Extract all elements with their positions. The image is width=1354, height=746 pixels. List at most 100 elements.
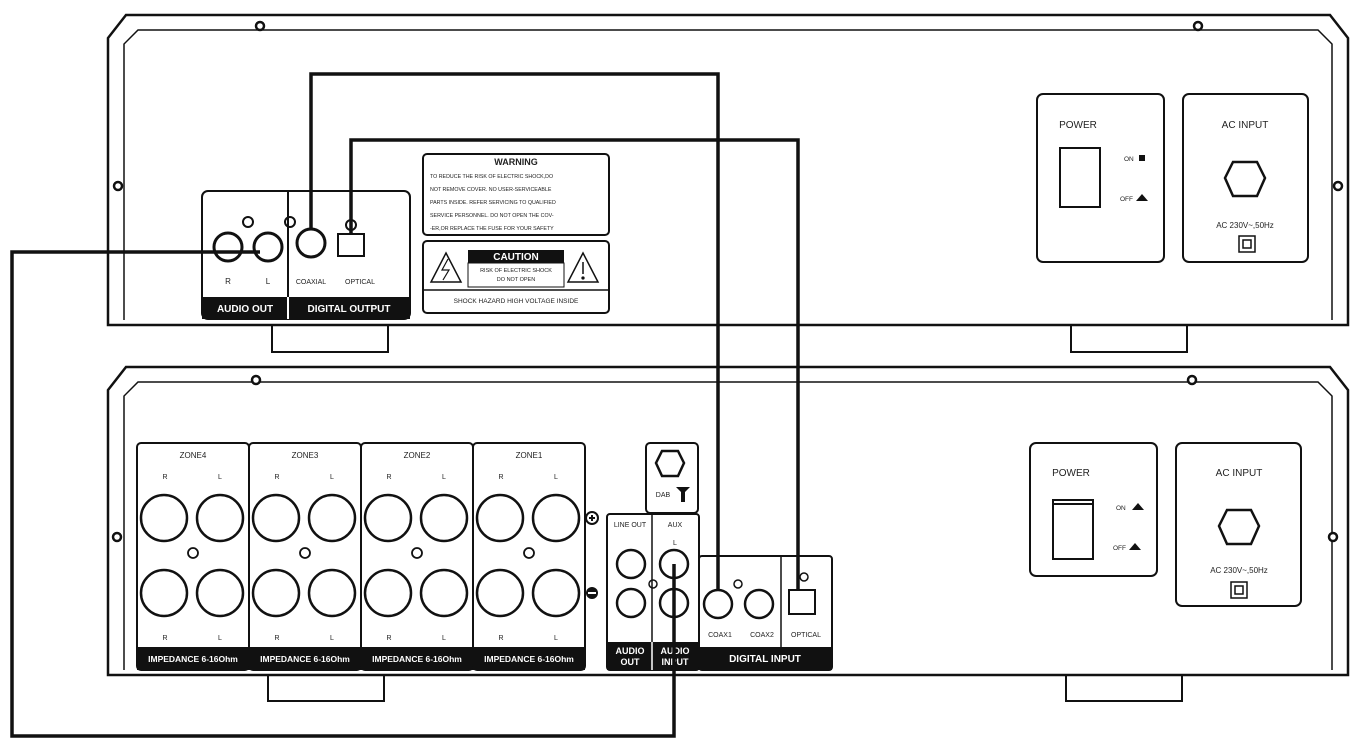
zone-name: ZONE4 bbox=[180, 451, 207, 460]
coaxial-output-jack[interactable] bbox=[295, 227, 327, 259]
zone-r-upper-terminal[interactable] bbox=[251, 493, 301, 543]
bottom-unit-chassis bbox=[106, 365, 1350, 677]
bottom-unit-foot-right bbox=[1065, 674, 1183, 702]
bottom-ac-input-panel bbox=[1175, 442, 1302, 607]
warning-box bbox=[422, 153, 610, 236]
bottom-power-label: POWER bbox=[1052, 468, 1090, 479]
audio-out-l-jack[interactable] bbox=[252, 231, 284, 263]
top-unit-inner-panel bbox=[123, 29, 1333, 320]
optical-label: OPTICAL bbox=[345, 279, 375, 286]
top-ac-socket[interactable] bbox=[1223, 160, 1267, 198]
audio-out-title: AUDIO OUT bbox=[217, 304, 273, 315]
zone-l-label: L bbox=[442, 635, 446, 642]
warning-line: NOT REMOVE COVER. NO USER-SERVICEABLE bbox=[430, 187, 552, 193]
bottom-power-switch[interactable] bbox=[1052, 499, 1094, 560]
zone-l-label: L bbox=[330, 635, 334, 642]
coaxial-label: COAXIAL bbox=[296, 279, 326, 286]
top-ac-input-panel bbox=[1182, 93, 1309, 263]
bottom-ac-socket[interactable] bbox=[1217, 508, 1261, 546]
zone-r-lower-terminal[interactable] bbox=[363, 568, 413, 618]
screw-icon bbox=[254, 20, 266, 32]
zone-l-upper-terminal[interactable] bbox=[419, 493, 469, 543]
coax2-input-jack[interactable] bbox=[743, 588, 775, 620]
ground-screw-icon bbox=[187, 547, 199, 559]
line-out-upper-jack[interactable] bbox=[615, 548, 647, 580]
zone-l-lower-terminal[interactable] bbox=[531, 568, 581, 618]
warning-line: TO REDUCE THE RISK OF ELECTRIC SHOCK,DO bbox=[430, 174, 553, 180]
coaxial-cable bbox=[309, 72, 720, 590]
coax1-label: COAX1 bbox=[708, 632, 732, 639]
bottom-power-off-label: OFF bbox=[1113, 545, 1126, 552]
digital-output-title: DIGITAL OUTPUT bbox=[308, 304, 391, 315]
zone-l-label: L bbox=[218, 635, 222, 642]
power-on-marker-icon bbox=[1132, 503, 1144, 510]
screw-icon bbox=[1186, 374, 1198, 386]
optical-output-port[interactable] bbox=[337, 233, 365, 257]
dab-antenna-socket[interactable] bbox=[654, 449, 686, 478]
aux-l-label: L bbox=[673, 540, 677, 547]
dab-label: DAB bbox=[656, 492, 671, 499]
zone-l-label: L bbox=[554, 635, 558, 642]
screw-icon bbox=[250, 374, 262, 386]
polarity-icon bbox=[585, 511, 599, 599]
audio-out-l-label: L bbox=[266, 277, 271, 286]
bottom-power-on-label: ON bbox=[1116, 505, 1126, 512]
bottom-power-panel bbox=[1029, 442, 1158, 577]
audio-out-r-label: R bbox=[225, 277, 231, 286]
zone-r-lower-terminal[interactable] bbox=[139, 568, 189, 618]
audio-out-label-top: AUDIO bbox=[616, 646, 645, 656]
zone-impedance-label: IMPEDANCE 6-16Ohm bbox=[372, 654, 462, 664]
top-unit-foot-left bbox=[271, 324, 389, 353]
power-on-marker-icon bbox=[1139, 155, 1145, 161]
exclamation-warning-icon bbox=[566, 251, 600, 283]
caution-line-2: DO NOT OPEN bbox=[497, 277, 535, 283]
zone-l-lower-terminal[interactable] bbox=[419, 568, 469, 618]
audio-out-r-jack[interactable] bbox=[212, 231, 244, 263]
caution-box bbox=[422, 240, 610, 314]
line-out-lower-jack[interactable] bbox=[615, 587, 647, 619]
zone-l-lower-terminal[interactable] bbox=[195, 568, 245, 618]
ground-screw-icon bbox=[411, 547, 423, 559]
top-unit-foot-right bbox=[1070, 324, 1188, 353]
screw-icon bbox=[1332, 180, 1344, 192]
zone-r-lower-terminal[interactable] bbox=[475, 568, 525, 618]
top-ac-input-label: AC INPUT bbox=[1222, 120, 1269, 131]
top-power-switch[interactable] bbox=[1059, 147, 1101, 208]
zone-r-lower-terminal[interactable] bbox=[251, 568, 301, 618]
zone-r-label: R bbox=[498, 474, 503, 481]
power-off-marker-icon bbox=[1136, 194, 1148, 201]
audio-out-label-bottom: OUT bbox=[621, 657, 641, 667]
ground-screw-icon bbox=[733, 579, 743, 589]
warning-line: PARTS INSIDE. REFER SERVICING TO QUALIFI… bbox=[430, 200, 556, 206]
optical-input-label: OPTICAL bbox=[791, 632, 821, 639]
optical-input-port[interactable] bbox=[788, 589, 816, 615]
zone-l-upper-terminal[interactable] bbox=[531, 493, 581, 543]
screw-icon bbox=[1327, 531, 1339, 543]
zone-name: ZONE1 bbox=[516, 451, 543, 460]
zone-impedance-label: IMPEDANCE 6-16Ohm bbox=[148, 654, 238, 664]
warning-title: WARNING bbox=[494, 157, 538, 167]
zone-l-upper-terminal[interactable] bbox=[195, 493, 245, 543]
zone-impedance-label: IMPEDANCE 6-16Ohm bbox=[260, 654, 350, 664]
top-power-label: POWER bbox=[1059, 120, 1097, 131]
ground-screw-icon bbox=[242, 216, 254, 228]
zone-r-upper-terminal[interactable] bbox=[363, 493, 413, 543]
bottom-unit-inner-panel bbox=[123, 381, 1333, 670]
zone-l-label: L bbox=[554, 474, 558, 481]
zone-l-label: L bbox=[330, 474, 334, 481]
zone-r-upper-terminal[interactable] bbox=[139, 493, 189, 543]
caution-footer: SHOCK HAZARD HIGH VOLTAGE INSIDE bbox=[454, 298, 579, 305]
zone-l-lower-terminal[interactable] bbox=[307, 568, 357, 618]
coax1-input-jack[interactable] bbox=[702, 588, 734, 620]
bottom-ac-input-label: AC INPUT bbox=[1216, 468, 1263, 479]
screw-icon bbox=[112, 180, 124, 192]
zone-impedance-label: IMPEDANCE 6-16Ohm bbox=[484, 654, 574, 664]
zone-r-upper-terminal[interactable] bbox=[475, 493, 525, 543]
zone-l-upper-terminal[interactable] bbox=[307, 493, 357, 543]
zone-r-label: R bbox=[386, 635, 391, 642]
coax2-label: COAX2 bbox=[750, 632, 774, 639]
